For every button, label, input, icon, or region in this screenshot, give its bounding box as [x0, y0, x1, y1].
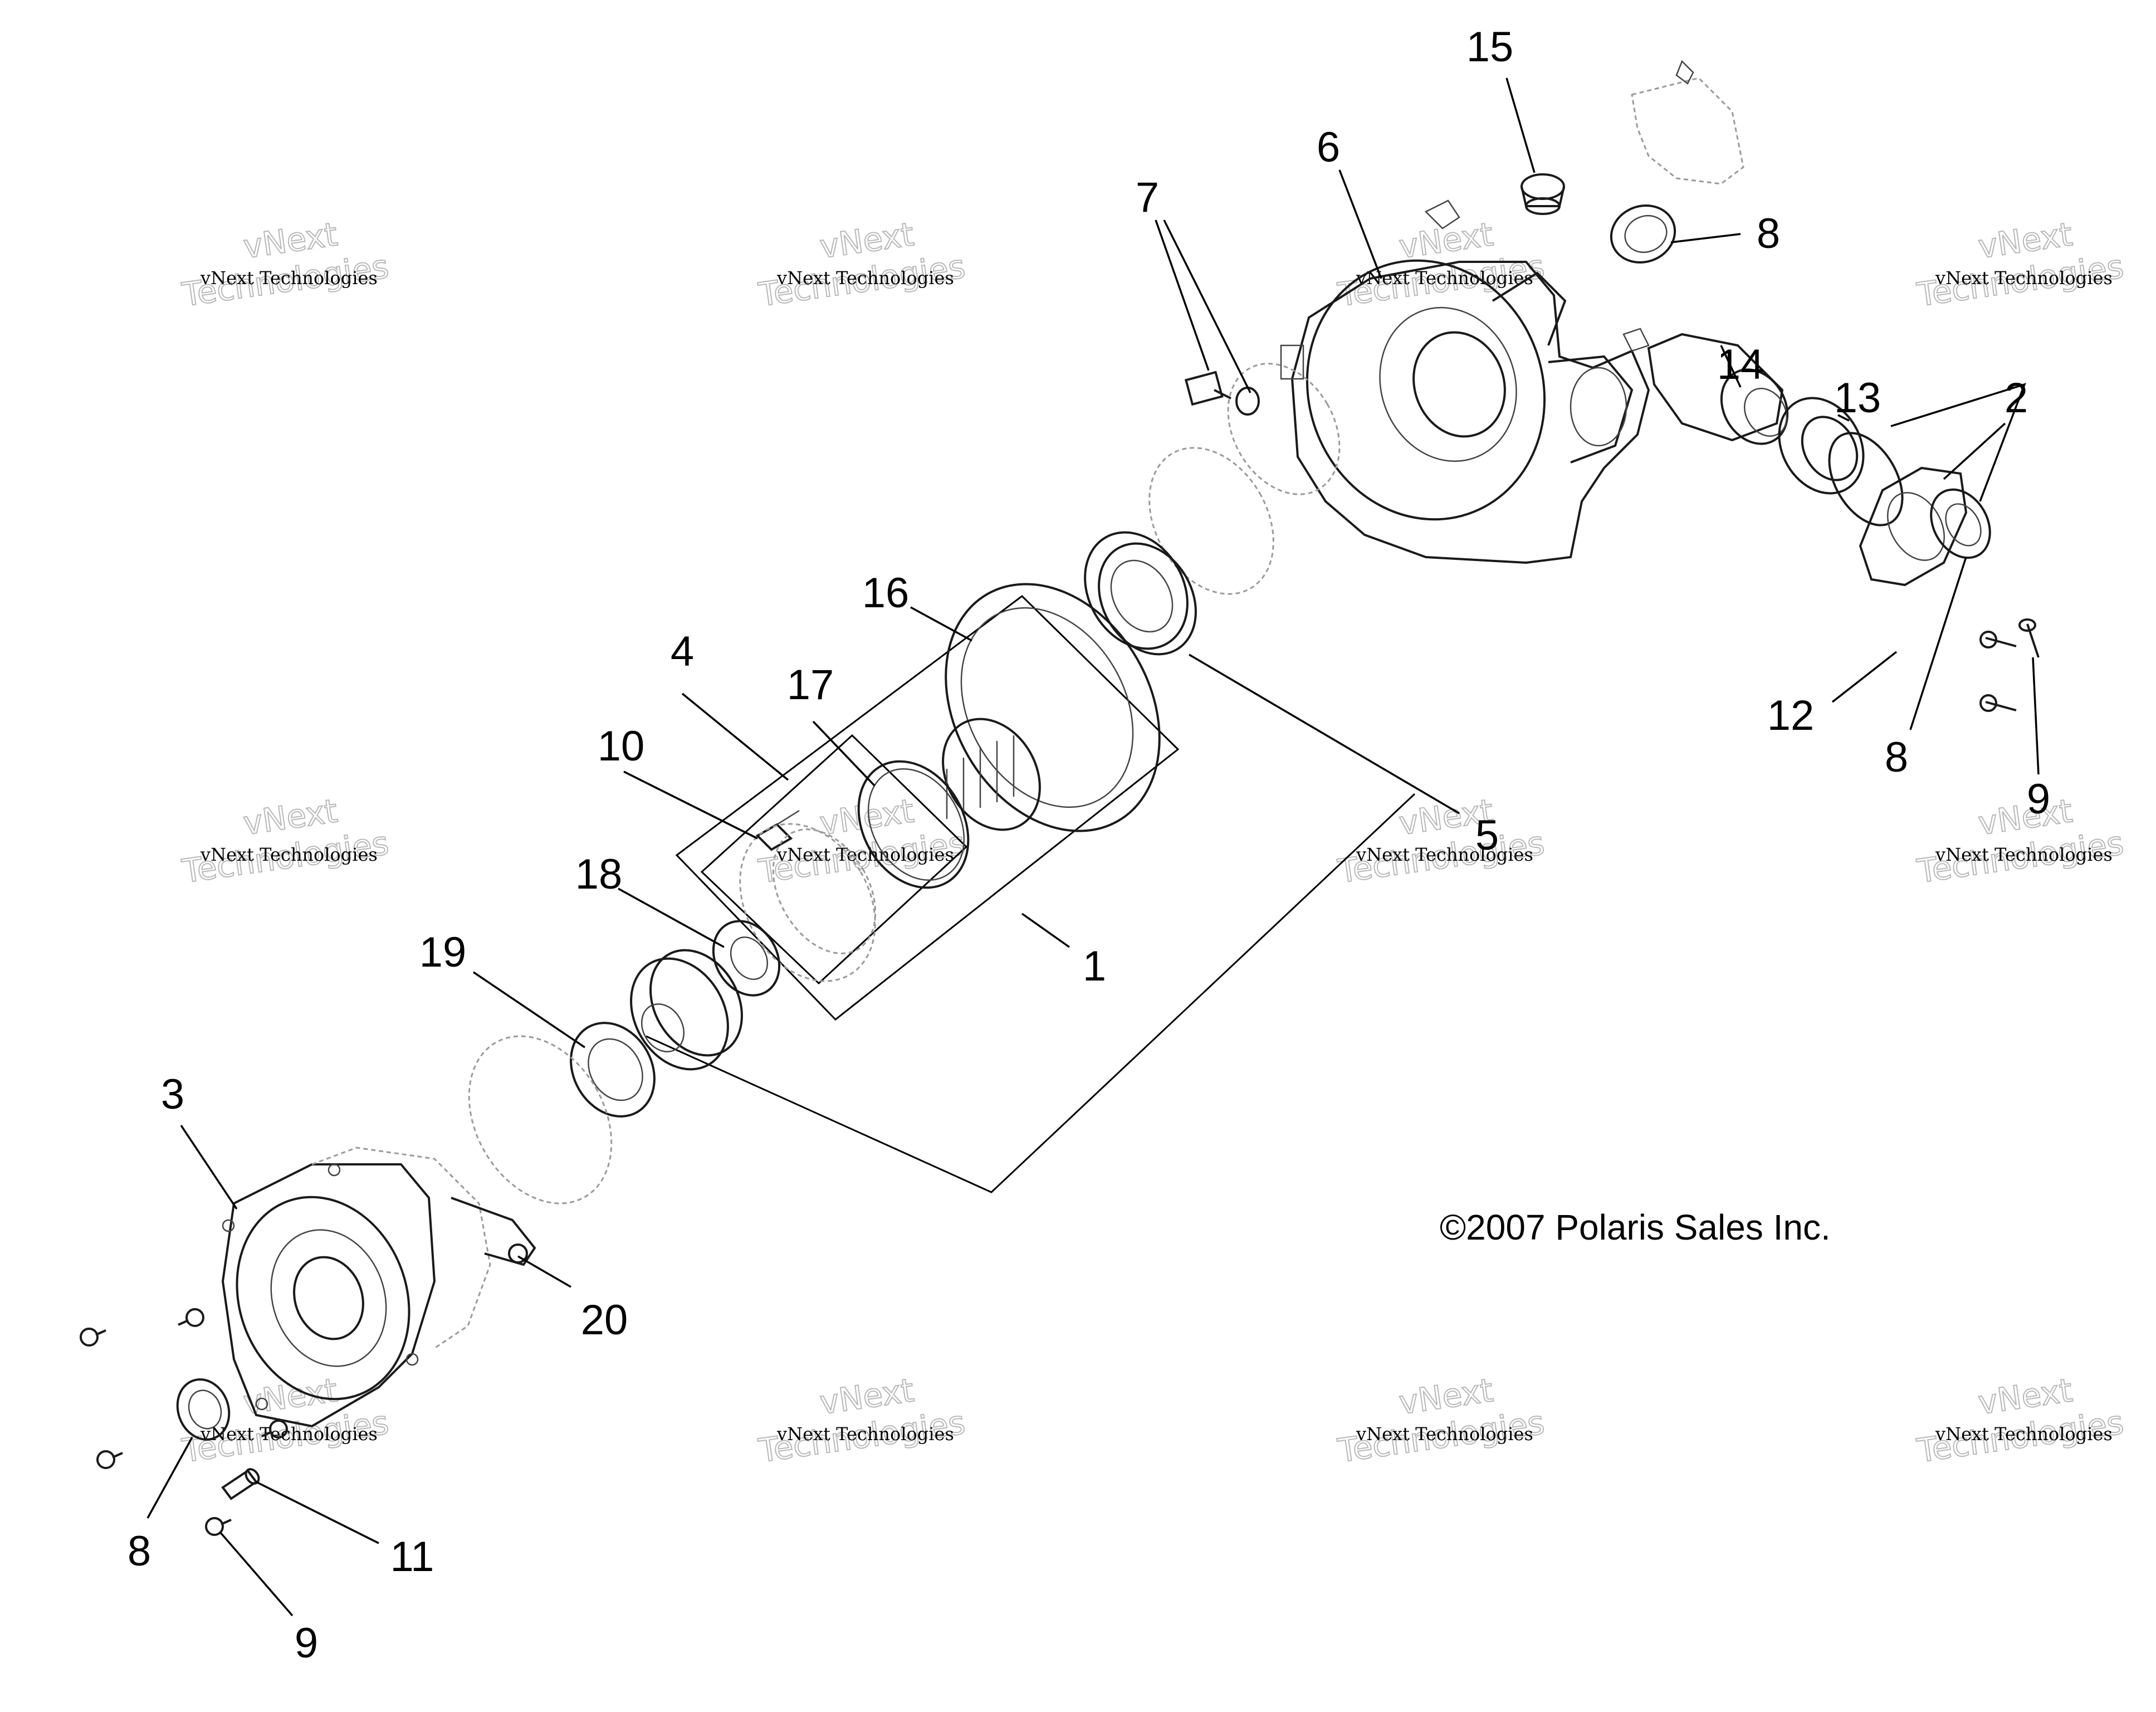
svg-text:vNext Technologies: vNext Technologies	[200, 267, 378, 289]
dowel-pin-part	[221, 1468, 260, 1500]
callout-4: 4	[671, 628, 694, 675]
callout-labels: 15 6 7 8 14 13 2 12 8 9 16 4 17 10 18 19…	[128, 23, 2050, 1667]
watermark: Technologies vNext vNext Technologies	[1335, 1370, 1547, 1470]
group-frame-1	[675, 595, 1180, 1021]
callout-18: 18	[575, 851, 623, 898]
leader-lines	[146, 77, 2040, 1617]
callout-14: 14	[1717, 341, 1764, 388]
lower-bearing-part	[570, 1022, 656, 1118]
drain-bolt-part	[1184, 370, 1260, 416]
svg-text:vNext Technologies: vNext Technologies	[1935, 1423, 2113, 1445]
pinion-bearing-part	[1778, 397, 1865, 495]
callout-15: 15	[1466, 23, 1514, 71]
callout-1: 1	[1083, 943, 1106, 990]
callout-3: 3	[161, 1071, 184, 1118]
svg-text:vNext Technologies: vNext Technologies	[776, 1423, 954, 1445]
plate-screws-part	[1979, 618, 2040, 712]
upper-shim-rings-part	[1148, 363, 1341, 595]
ring-gear-plate-part	[942, 583, 1161, 832]
callout-16: 16	[862, 569, 910, 617]
callout-5: 5	[1475, 812, 1499, 859]
retaining-ring-part	[857, 760, 970, 889]
watermark: Technologies vNext vNext Technologies	[179, 791, 392, 891]
svg-text:vNext Technologies: vNext Technologies	[1935, 267, 2113, 289]
gearcase-housing-part	[1280, 199, 1650, 564]
right-seal-part	[1930, 488, 1991, 559]
lower-shim-ring-part	[468, 1035, 613, 1204]
svg-text:vNext Technologies: vNext Technologies	[200, 844, 378, 865]
svg-text:vNext Technologies: vNext Technologies	[776, 267, 954, 289]
callout-11: 11	[390, 1533, 434, 1581]
callout-13: 13	[1834, 374, 1881, 422]
upper-bearing-part	[1084, 531, 1197, 656]
retainer-plate-part	[1859, 466, 1968, 587]
cover-screws-part	[80, 1308, 288, 1469]
callout-8-lower: 8	[128, 1528, 151, 1575]
lower-seal-part	[176, 1378, 231, 1441]
watermark: Technologies vNext vNext Technologies	[1914, 1370, 2126, 1470]
callout-10: 10	[598, 723, 645, 770]
callout-19: 19	[419, 929, 467, 976]
group-frame-5	[646, 793, 1416, 1193]
callout-17: 17	[787, 661, 834, 709]
svg-text:vNext Technologies: vNext Technologies	[1356, 844, 1533, 865]
svg-text:vNext Technologies: vNext Technologies	[1356, 1423, 1533, 1445]
callout-8-top: 8	[1757, 210, 1780, 257]
pin-part	[755, 809, 800, 851]
roller-bearing-part	[712, 920, 781, 997]
callout-9-right: 9	[2027, 775, 2050, 823]
callout-8-right: 8	[1885, 734, 1908, 781]
watermark: Technologies vNext vNext Technologies	[1335, 791, 1547, 891]
watermark: Technologies vNext vNext Technologies	[756, 214, 968, 314]
svg-text:vNext Technologies: vNext Technologies	[776, 844, 954, 865]
o-ring-part	[1828, 432, 1904, 526]
copyright-notice: ©2007 Polaris Sales Inc.	[1440, 1207, 1831, 1247]
bracket-reference-part	[1631, 60, 1744, 185]
watermark: Technologies vNext vNext Technologies	[1914, 214, 2126, 314]
top-seal-part	[1610, 204, 1676, 264]
vent-plug-part	[1521, 173, 1565, 215]
lower-screw-part	[205, 1517, 232, 1536]
svg-text:vNext Technologies: vNext Technologies	[1935, 844, 2113, 865]
cover-housing-part	[221, 1147, 536, 1428]
hub-spline-part	[630, 949, 743, 1071]
pinion-shaft-part	[1622, 328, 1789, 445]
svg-text:vNext Technologies: vNext Technologies	[200, 1423, 378, 1445]
watermark: Technologies vNext vNext Technologies	[756, 1370, 968, 1470]
callout-12: 12	[1767, 692, 1815, 739]
svg-text:vNext Technologies: vNext Technologies	[1356, 267, 1533, 289]
callout-6: 6	[1317, 124, 1340, 171]
callout-9-lower: 9	[295, 1620, 318, 1667]
watermark: Technologies vNext vNext Technologies	[179, 214, 392, 314]
group-frame-4	[700, 734, 968, 985]
callout-7: 7	[1136, 174, 1159, 221]
watermark: Technologies vNext vNext Technologies	[1914, 791, 2126, 891]
callout-20: 20	[581, 1296, 628, 1344]
callout-2: 2	[2005, 374, 2028, 422]
roll-cage-reference-part	[739, 823, 877, 982]
